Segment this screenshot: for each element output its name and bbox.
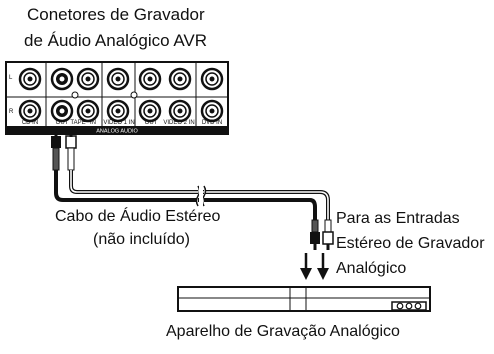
rca-jacks-bottom-row <box>18 99 224 123</box>
inputs-label-line-3: Analógico <box>336 260 407 277</box>
jack-label-tape-out: OUT <box>56 120 69 126</box>
device-label: Aparelho de Gravação Analógico <box>166 323 400 340</box>
rca-plug-white <box>65 130 77 171</box>
arrow-down-icon <box>300 253 312 280</box>
rca-jack <box>106 99 130 123</box>
rca-jack <box>168 67 192 91</box>
jack-label-dvd-in: DVD IN <box>202 120 222 126</box>
recorder-body <box>177 286 431 312</box>
stereo-audio-cable <box>51 130 334 250</box>
arrow-down-icon <box>317 253 329 280</box>
jack-label-video2-in: VIDEO 2 IN <box>163 120 194 126</box>
title-line-1: Conetores de Gravador <box>27 5 205 24</box>
rca-jack-tape-out-l <box>50 67 74 91</box>
rca-jack <box>18 67 42 91</box>
jack-label-tape: TAPE <box>70 120 85 126</box>
jack-label-video2-out: OUT <box>145 120 158 126</box>
cable-wire-black <box>54 170 317 220</box>
rca-jack <box>76 99 100 123</box>
avr-panel: ANALOG AUDIO L R CD IN <box>5 61 229 135</box>
jack-label-cd-in: CD IN <box>22 120 38 126</box>
recorder-jack <box>405 302 413 310</box>
cable-break-gap <box>199 186 203 206</box>
jack-label-tape-in: IN <box>90 120 96 126</box>
rca-jack <box>200 67 224 91</box>
title-line-2: de Áudio Analógico AVR <box>24 31 208 50</box>
jack-label-video1-in: VIDEO 1 IN <box>103 120 134 126</box>
rca-jack <box>138 99 162 123</box>
rca-jack-tape-out-r <box>50 99 74 123</box>
panel-row-label-r: R <box>9 109 14 115</box>
rca-jack <box>106 67 130 91</box>
rca-jack <box>200 99 224 123</box>
rca-plug-black-recorder <box>310 219 320 250</box>
ground-screw-icon <box>130 91 138 99</box>
avr-panel-footer-text: ANALOG AUDIO <box>96 129 138 135</box>
panel-row-label-l: L <box>9 75 13 81</box>
rca-jack <box>168 99 192 123</box>
inputs-label-line-2: Estéreo de Gravador <box>336 235 485 252</box>
recorder-jack <box>396 302 404 310</box>
rca-jack <box>18 99 42 123</box>
rca-jack <box>138 67 162 91</box>
inputs-label-line-1: Para as Entradas <box>336 210 460 227</box>
cable-label-line-1: Cabo de Áudio Estéreo <box>55 208 221 225</box>
recorder-jack <box>414 302 422 310</box>
cable-label-line-2: (não incluído) <box>93 231 190 248</box>
avr-panel-footer-bar <box>6 126 228 134</box>
rca-jacks-top-row <box>18 67 224 91</box>
rca-jack <box>76 67 100 91</box>
rca-plug-white-recorder <box>322 219 334 250</box>
ground-screw-icon <box>71 91 79 99</box>
rca-plug-black <box>51 130 61 171</box>
analog-recorder-device <box>177 286 431 312</box>
